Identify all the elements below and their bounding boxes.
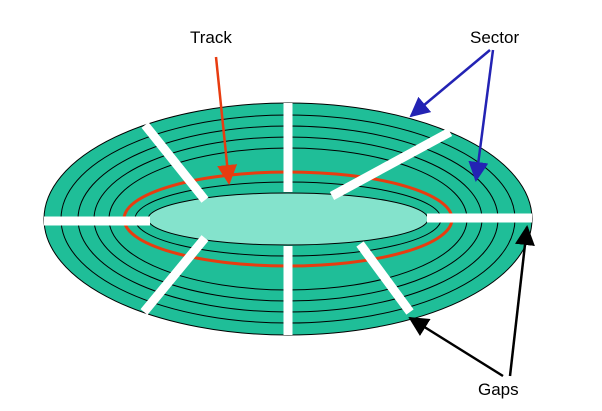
track-label: Track [190, 28, 232, 47]
sector-arrow [468, 49, 495, 182]
track-arrow [214, 56, 238, 185]
disk-hub [147, 192, 429, 246]
gap-line [356, 241, 414, 315]
gaps-arrow [408, 316, 504, 378]
gaps-label: Gaps [478, 380, 519, 399]
gap-line [329, 128, 453, 200]
gap-line [140, 235, 209, 315]
sector-label: Sector [470, 28, 520, 47]
sector-gaps [44, 103, 532, 335]
gap-line [141, 122, 209, 203]
gaps-arrow [508, 225, 535, 377]
sector-arrow [409, 49, 491, 118]
